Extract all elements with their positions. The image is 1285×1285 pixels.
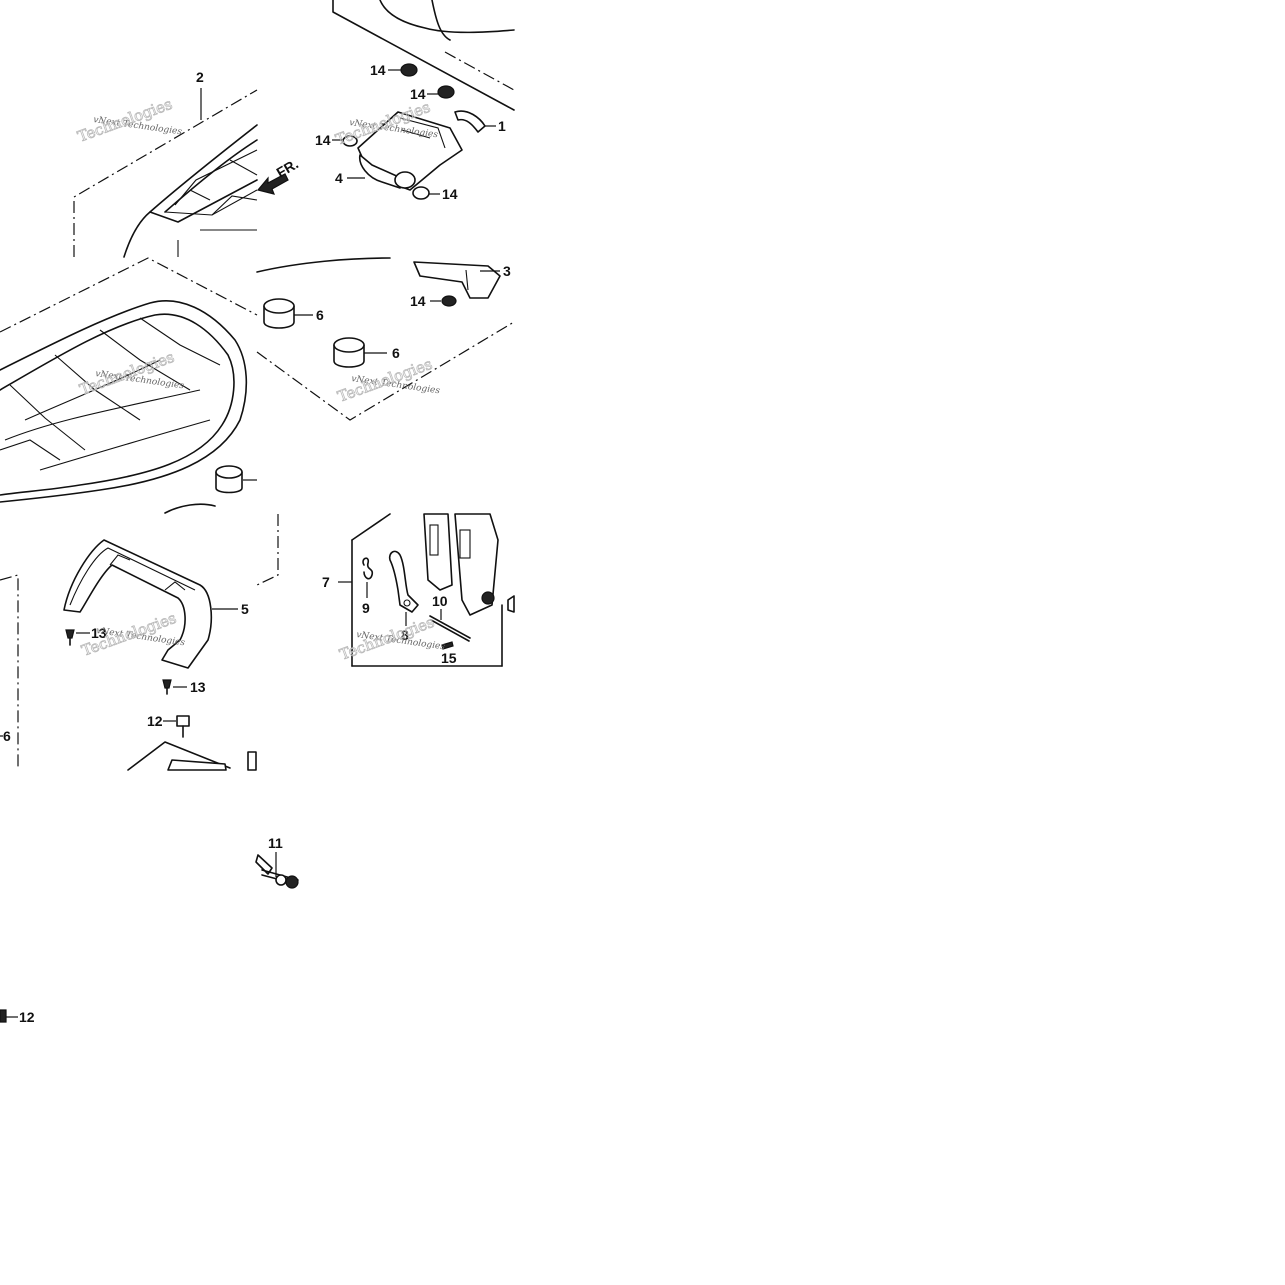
pin-assembly-11 [255,852,299,889]
front-arrow-label: FR. [274,155,302,180]
seat-top-tile [0,257,258,514]
callout-9: 9 [362,600,370,616]
callout-13-a: 13 [91,625,107,641]
watermark-overlay-1: Technologies [75,95,174,146]
callout-8: 8 [401,627,409,643]
callout-2: 2 [196,69,204,85]
bracket-tile [256,257,515,421]
callout-15: 15 [441,650,457,666]
hinge-tile [332,0,515,200]
callout-6-b: 6 [392,345,400,361]
callout-14-b: 14 [410,86,426,102]
callout-12-upper: 12 [147,713,163,729]
callout-14-a: 14 [370,62,386,78]
latch-tile [338,513,515,667]
callout-12-lower: 12 [19,1009,35,1025]
callout-1: 1 [498,118,506,134]
bolt-12-lower [0,1009,18,1023]
callout-14-e: 14 [410,293,426,309]
callout-10: 10 [432,593,448,609]
grab-rail-tile [0,514,279,771]
seat-front-tile [73,88,289,258]
callout-6-c: 6 [3,728,11,744]
callout-4: 4 [335,170,343,186]
callout-6-a: 6 [316,307,324,323]
callout-7: 7 [322,574,330,590]
callout-labels: 2 1 4 3 5 7 8 9 10 11 15 12 12 14 14 14 … [3,62,511,1025]
callout-5: 5 [241,601,249,617]
callout-14-c: 14 [315,132,331,148]
callout-3: 3 [503,263,511,279]
callout-14-d: 14 [442,186,458,202]
callout-13-b: 13 [190,679,206,695]
callout-11: 11 [268,835,283,851]
